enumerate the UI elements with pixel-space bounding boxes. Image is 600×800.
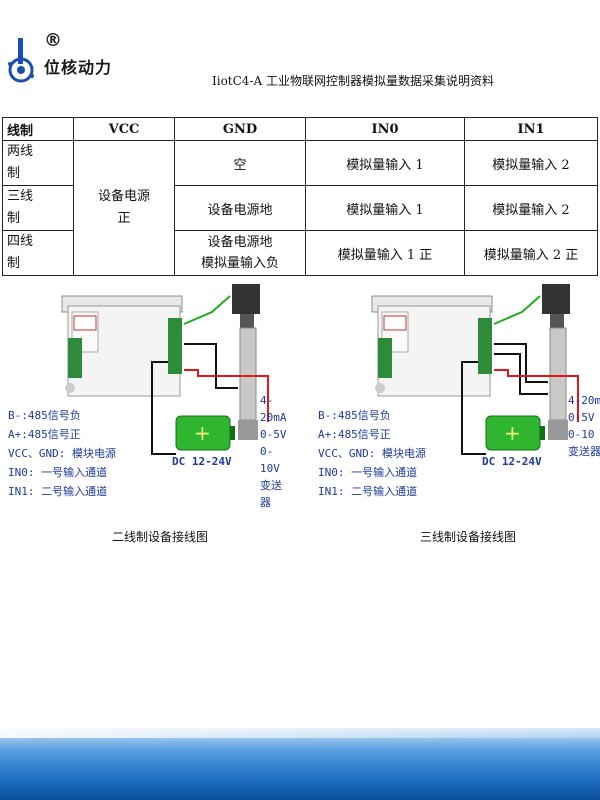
transmitter-labels: 4-20mA 0-5V 0-10V 变送器	[260, 392, 292, 511]
legend-list: B-:485信号负 A+:485信号正 VCC、GND: 模块电源 IN0: 一…	[318, 406, 426, 501]
in0-cell: 模拟量输入 1	[305, 185, 465, 231]
battery-icon: +	[485, 415, 545, 451]
pressure-transmitter-icon	[542, 284, 570, 440]
header-cell: IN1	[464, 117, 598, 141]
transmitter-labels: 4-20m 0-5V 0-10 变送器	[568, 392, 600, 460]
vcc-merged-cell: 设备电源 正	[73, 140, 175, 276]
controller-module-icon	[61, 295, 183, 397]
gnd-cell: 空	[174, 140, 306, 186]
gnd-cell: 设备电源地	[174, 185, 306, 231]
svg-text:+: +	[504, 421, 521, 445]
svg-text:+: +	[194, 421, 211, 445]
table-row: 两线 制 设备电源 正 空 模拟量输入 1 模拟量输入 2	[2, 140, 598, 276]
company-logo: ® 位核动力	[2, 30, 122, 90]
header-cell: GND	[174, 117, 306, 141]
transmitter-label: 4-20mA	[260, 394, 287, 424]
transmitter-label: 0-5V	[260, 428, 287, 441]
registered-mark: ®	[44, 30, 62, 51]
legend-item: A+:485信号正	[318, 428, 391, 441]
in0-cell: 模拟量输入 1	[305, 140, 465, 186]
legend-item: IN1: 二号输入通道	[8, 485, 108, 498]
transmitter-label: 0-5V	[568, 411, 595, 424]
brand-name: 位核动力	[44, 58, 113, 77]
transmitter-label: 4-20m	[568, 394, 600, 407]
battery-label: DC 12-24V	[482, 455, 542, 468]
header-cell: VCC	[73, 117, 175, 141]
header-cell: IN0	[305, 117, 465, 141]
three-wire-caption: 三线制设备接线图	[420, 530, 517, 544]
row-label: 四线 制	[2, 230, 74, 276]
legend-item: A+:485信号正	[8, 428, 81, 441]
logo-mark-icon	[8, 38, 34, 83]
three-wire-diagram: + B-:485信号负 A+:485信号正 VCC、GND: 模块电源 IN0:…	[312, 282, 600, 512]
transmitter-label: 0-10V	[260, 445, 280, 475]
legend-item: VCC、GND: 模块电源	[318, 447, 426, 460]
legend-item: IN0: 一号输入通道	[8, 466, 108, 479]
wiring-table: 线制 VCC GND IN0 IN1 两线 制 设备电源 正 空 模拟量输入 1…	[2, 117, 598, 276]
controller-module-icon	[371, 295, 493, 397]
transmitter-label: 0-10	[568, 428, 595, 441]
three-wire-illustration: +	[371, 284, 579, 455]
legend-item: IN1: 二号输入通道	[318, 485, 418, 498]
transmitter-label: 变送器	[568, 445, 600, 458]
footer-shine	[0, 728, 600, 738]
legend-item: B-:485信号负	[318, 409, 391, 422]
legend-item: B-:485信号负	[8, 409, 81, 422]
legend-item: IN0: 一号输入通道	[318, 466, 418, 479]
row-label: 三线 制	[2, 185, 74, 231]
in1-cell: 模拟量输入 2	[464, 185, 598, 231]
gnd-cell: 设备电源地 模拟量输入负	[174, 230, 306, 276]
transmitter-label: 变送器	[260, 479, 282, 509]
two-wire-caption: 二线制设备接线图	[112, 530, 209, 544]
battery-icon: +	[175, 415, 235, 451]
in1-cell: 模拟量输入 2	[464, 140, 598, 186]
two-wire-illustration: +	[61, 284, 269, 455]
two-wire-diagram: + B-:485信号负 A+:485信号正 VCC、GND: 模块电源 IN0:…	[2, 282, 292, 512]
in1-cell: 模拟量输入 2 正	[464, 230, 598, 276]
battery-label: DC 12-24V	[172, 455, 232, 468]
document-title: IiotC4-A 工业物联网控制器模拟量数据采集说明资料	[212, 74, 494, 88]
in0-cell: 模拟量输入 1 正	[305, 230, 465, 276]
table-row: 三线 制 设备电源地 模拟量输入 1 模拟量输入 2	[2, 185, 598, 231]
pressure-transmitter-icon	[232, 284, 260, 440]
legend-item: VCC、GND: 模块电源	[8, 447, 116, 460]
table-row: 四线 制 设备电源地 模拟量输入负 模拟量输入 1 正 模拟量输入 2 正	[2, 230, 598, 276]
row-label: 两线 制	[2, 140, 74, 186]
header-cell: 线制	[2, 117, 74, 141]
legend-list: B-:485信号负 A+:485信号正 VCC、GND: 模块电源 IN0: 一…	[8, 406, 116, 501]
table-header-row: 线制 VCC GND IN0 IN1	[2, 117, 598, 141]
footer-bar	[0, 728, 600, 800]
